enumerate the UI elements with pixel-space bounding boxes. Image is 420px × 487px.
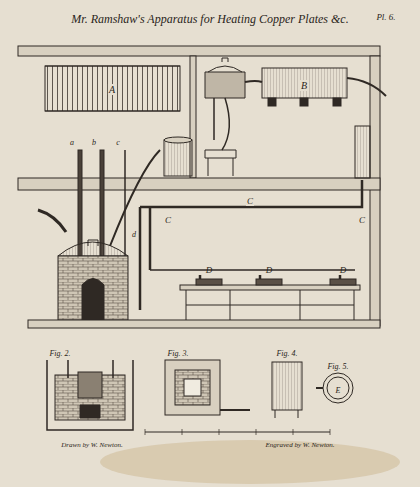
callout-letter: d [132, 230, 136, 239]
copper-plate [330, 279, 356, 285]
label-holder: Fig. 5. [327, 355, 348, 373]
callout-letter: C [358, 215, 366, 225]
label-holder: D [340, 259, 347, 277]
label-holder: Fig. 3. [167, 342, 188, 360]
label-holder: a [70, 131, 74, 149]
ceiling-beam [18, 46, 380, 56]
label-holder: D [266, 259, 273, 277]
callout-letter: E [336, 386, 341, 395]
label-holder: C [164, 209, 172, 227]
furnace-plan [165, 360, 220, 415]
callout-letter: B [300, 80, 308, 91]
figure-number: Fig. 3. [167, 349, 188, 358]
credit-line: Engraved by W. Newton. [265, 441, 334, 449]
furnace [58, 256, 128, 320]
plate-rack [45, 66, 180, 111]
callout-letter: A [108, 84, 116, 95]
callout-letter: b [92, 138, 96, 147]
pipe-section [323, 373, 353, 403]
stain [100, 440, 400, 484]
credit-line: Drawn by W. Newton. [61, 441, 122, 449]
floor [18, 178, 380, 190]
label-holder: Engraved by W. Newton. [265, 433, 334, 451]
pot [205, 72, 245, 98]
label-holder: d [132, 223, 136, 241]
label-holder: Drawn by W. Newton. [61, 433, 122, 451]
flue [100, 150, 104, 256]
tank [164, 140, 192, 176]
label-holder: E [336, 379, 341, 397]
copper-plate [196, 279, 222, 285]
vessel [272, 362, 302, 410]
label-holder: C [246, 190, 254, 208]
callout-letter: C [164, 215, 172, 225]
copper-plate [256, 279, 282, 285]
chest [262, 68, 347, 98]
label-holder: C [358, 209, 366, 227]
plate-number: Pl. 6. [376, 12, 395, 22]
figure-number: Fig. 2. [49, 349, 70, 358]
title-block: Mr. Ramshaw's Apparatus for Heating Copp… [71, 9, 348, 27]
flue [78, 150, 82, 256]
label-holder: B [300, 75, 308, 93]
table [180, 285, 360, 290]
plate-title: Mr. Ramshaw's Apparatus for Heating Copp… [71, 12, 348, 26]
wall [370, 56, 380, 326]
callout-letter: c [116, 138, 120, 147]
callout-letter: D [266, 265, 273, 275]
callout-letter: a [70, 138, 74, 147]
label-holder: Fig. 2. [49, 342, 70, 360]
callout-letter: D [340, 265, 347, 275]
label-holder: b [92, 131, 96, 149]
label-holder: Fig. 4. [276, 342, 297, 360]
figure-number: Fig. 5. [327, 362, 348, 371]
callout-letter: D [206, 265, 213, 275]
callout-letter: C [246, 196, 254, 206]
label-holder: c [116, 131, 120, 149]
label-holder: A [108, 79, 116, 97]
floor [28, 320, 380, 328]
furnace-dome [58, 242, 128, 256]
label-holder: D [206, 259, 213, 277]
label-holder: Pl. 6. [376, 6, 395, 24]
figure-number: Fig. 4. [276, 349, 297, 358]
